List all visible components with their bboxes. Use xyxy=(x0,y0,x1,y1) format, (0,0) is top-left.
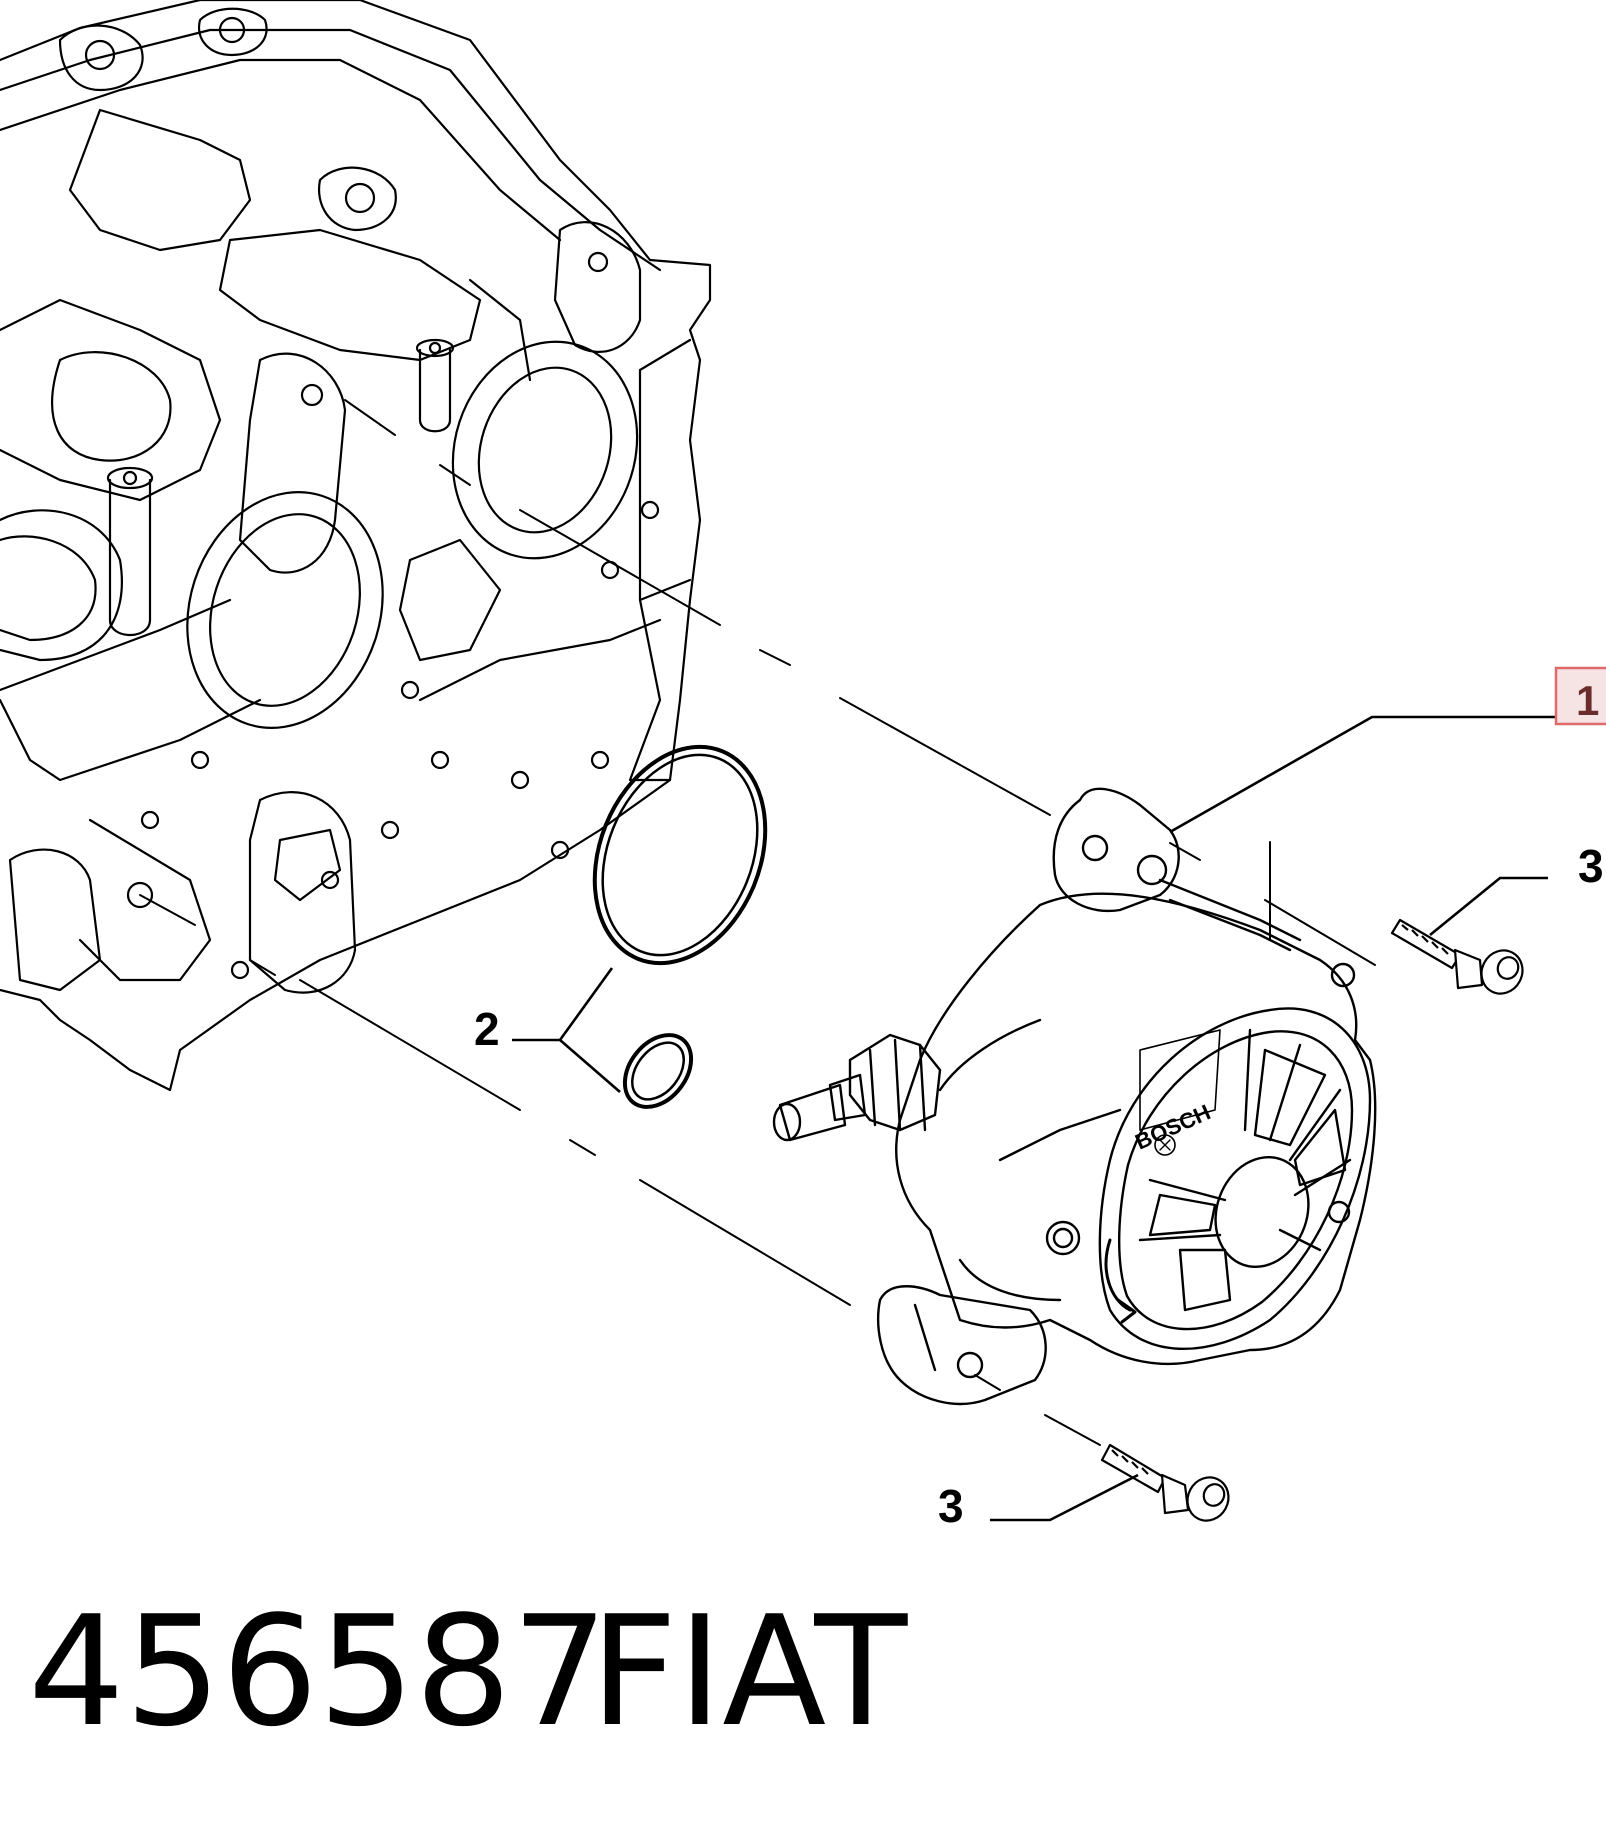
vacuum-pump xyxy=(772,787,1377,1406)
mounting-bolt-lower xyxy=(1100,1443,1230,1522)
o-ring-small xyxy=(622,1033,694,1109)
pump-brand-marking: BOSCH xyxy=(1131,1099,1214,1154)
callout-1-highlight xyxy=(1554,666,1606,726)
callout-3-upper-label[interactable]: 3 xyxy=(1578,840,1604,892)
callout-1[interactable]: 1 xyxy=(1554,666,1606,726)
assembly-centerlines xyxy=(139,399,1376,1446)
engine-block xyxy=(0,0,712,1092)
callout-2-label[interactable]: 2 xyxy=(474,1003,500,1055)
callout-3-lower-label[interactable]: 3 xyxy=(938,1480,964,1532)
brand-name: FIAT xyxy=(590,1583,908,1760)
part-number: 456587 xyxy=(28,1583,609,1760)
o-ring-large xyxy=(592,744,768,966)
callout-1-label: 1 xyxy=(1576,677,1599,724)
callout-leader-lines xyxy=(512,715,1556,1522)
mounting-bolt-upper xyxy=(1390,918,1524,995)
